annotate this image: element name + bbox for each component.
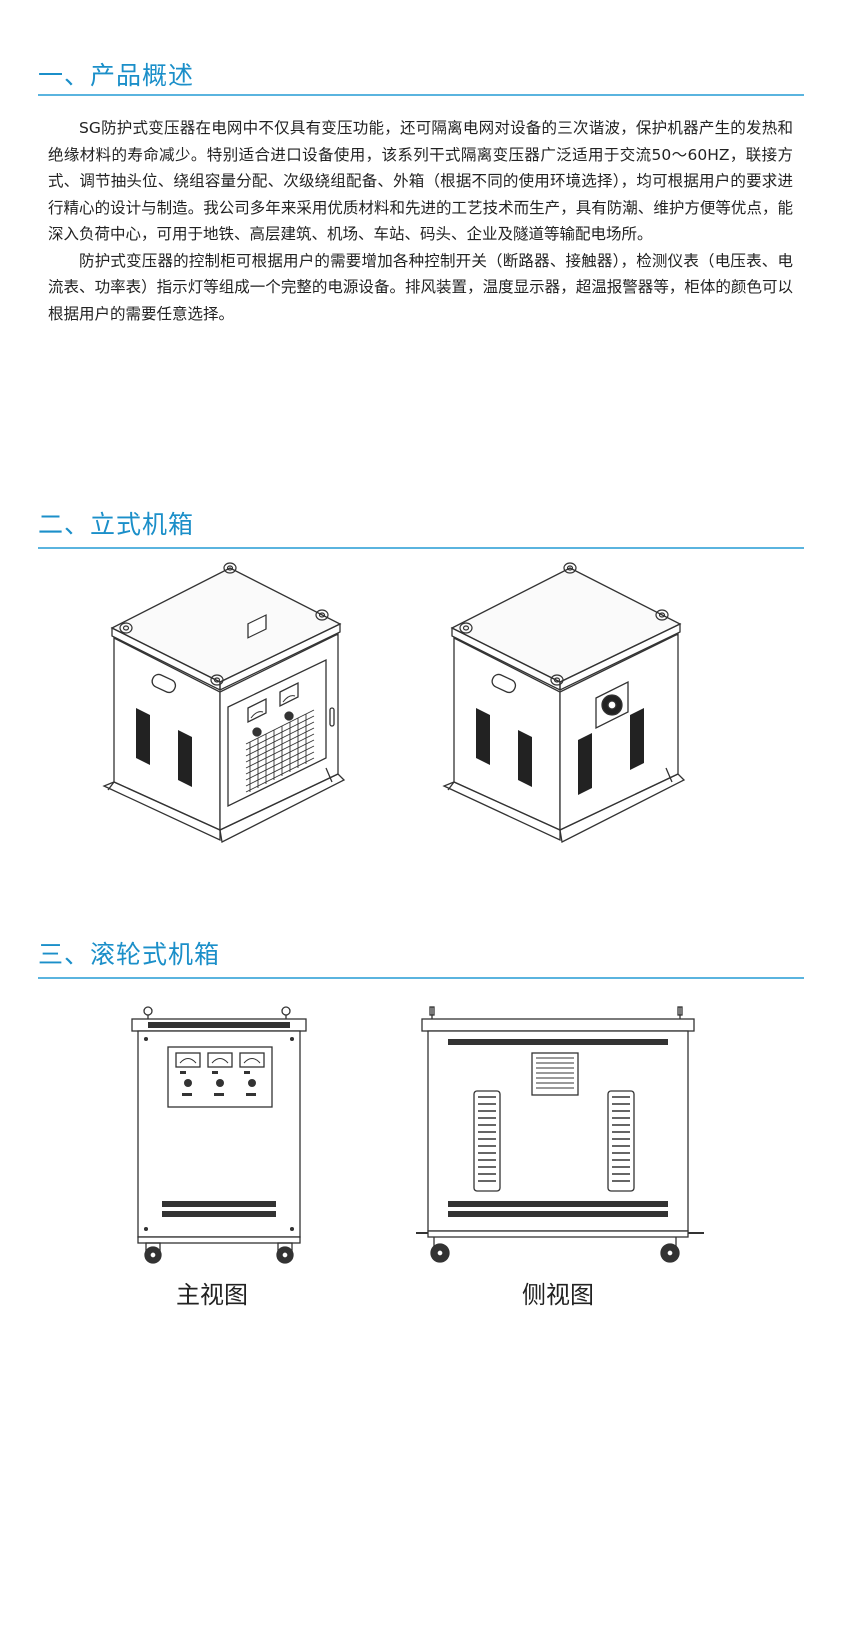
- section-divider: [38, 547, 804, 549]
- vertical-cabinet-fan-illustration: [442, 562, 686, 843]
- overview-text: SG防护式变压器在电网中不仅具有变压功能，还可隔离电网对设备的三次谐波，保护机器…: [48, 115, 793, 327]
- section-divider: [38, 94, 804, 96]
- overview-paragraph-1: SG防护式变压器在电网中不仅具有变压功能，还可隔离电网对设备的三次谐波，保护机器…: [48, 119, 793, 243]
- vertical-cabinet-panel-illustration: [102, 562, 346, 843]
- overview-paragraph-2: 防护式变压器的控制柜可根据用户的需要增加各种控制开关（断路器、接触器），检测仪表…: [48, 251, 793, 323]
- section-title-vertical-cabinet: 二、立式机箱: [38, 510, 195, 539]
- roller-cabinet-front-view-illustration: [131, 1006, 307, 1264]
- caption-front-view: 主视图: [176, 1281, 248, 1309]
- section-divider: [38, 977, 804, 979]
- caption-side-view: 侧视图: [522, 1281, 594, 1309]
- section-title-roller-cabinet: 三、滚轮式机箱: [38, 940, 221, 969]
- section-title-overview: 一、产品概述: [38, 61, 195, 90]
- roller-cabinet-side-view-illustration: [416, 1006, 704, 1263]
